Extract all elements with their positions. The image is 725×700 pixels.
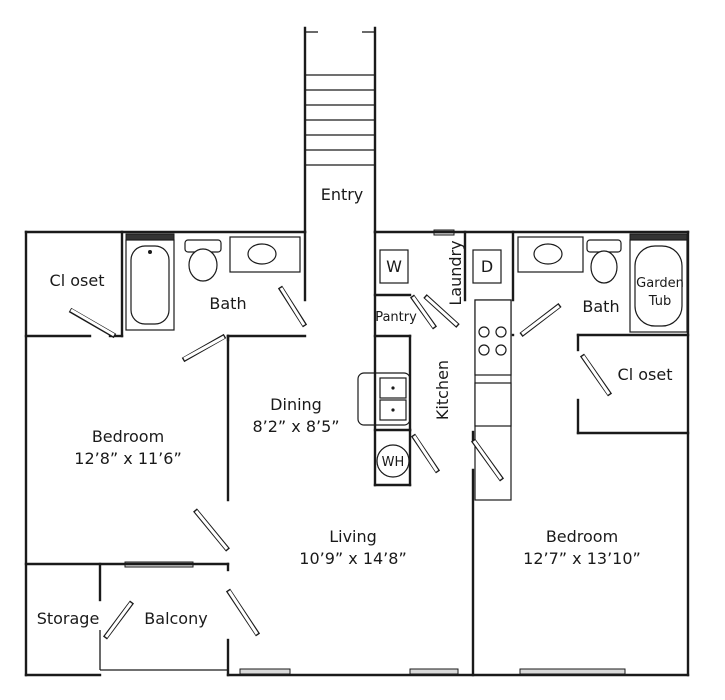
label-garden-tub-2: Tub (648, 294, 671, 309)
label-entry: Entry (321, 185, 364, 204)
label-living-size: 10’9” x 14’8” (299, 549, 406, 568)
label-bath-left: Bath (209, 294, 246, 313)
window-bedroom-right (519, 668, 626, 675)
entry-stairs (305, 74, 375, 166)
label-garden-tub-1: Garden (636, 276, 684, 291)
label-washer: W (386, 257, 402, 276)
label-living: Living (329, 527, 377, 546)
window-living-2 (409, 668, 459, 675)
kitchen-fixtures (357, 249, 512, 501)
refrigerator (474, 382, 512, 427)
stove (474, 299, 512, 376)
washer (379, 249, 409, 284)
toilet-left (188, 248, 218, 282)
label-dining: Dining (270, 395, 322, 414)
label-closet-left: Cl oset (50, 271, 105, 290)
label-pantry: Pantry (375, 310, 417, 325)
label-closet-right: Cl oset (618, 365, 673, 384)
label-bedroom-right-size: 12’7” x 13’10” (523, 549, 641, 568)
label-bedroom-right: Bedroom (546, 527, 618, 546)
doors (68, 285, 613, 640)
walls (24, 26, 690, 677)
vanity-left (229, 236, 301, 273)
room-labels: Entry Cl oset Bath Dining 8’2” x 8’5” Be… (37, 185, 684, 628)
label-bedroom-left: Bedroom (92, 427, 164, 446)
toilet-tank-right (586, 239, 622, 253)
sink-cabinet (357, 372, 411, 426)
dryer (472, 249, 502, 284)
bath-right-fixtures (517, 236, 688, 333)
label-bath-right: Bath (582, 297, 619, 316)
label-bedroom-left-size: 12’8” x 11’6” (74, 449, 181, 468)
toilet-right (590, 250, 618, 284)
sink-right (533, 243, 563, 265)
label-water-heater: WH (382, 455, 405, 470)
label-laundry: Laundry (446, 240, 465, 305)
label-balcony: Balcony (144, 609, 207, 628)
window-living-1 (239, 668, 291, 675)
bath-left-fixtures (125, 236, 301, 331)
label-dining-size: 8’2” x 8’5” (252, 417, 339, 436)
sink-left (247, 243, 277, 265)
tub-edge-right (629, 233, 688, 241)
tub-edge-left (125, 233, 175, 241)
label-storage: Storage (37, 609, 100, 628)
label-dryer: D (481, 257, 493, 276)
water-heater (376, 444, 410, 478)
label-kitchen: Kitchen (433, 360, 452, 420)
